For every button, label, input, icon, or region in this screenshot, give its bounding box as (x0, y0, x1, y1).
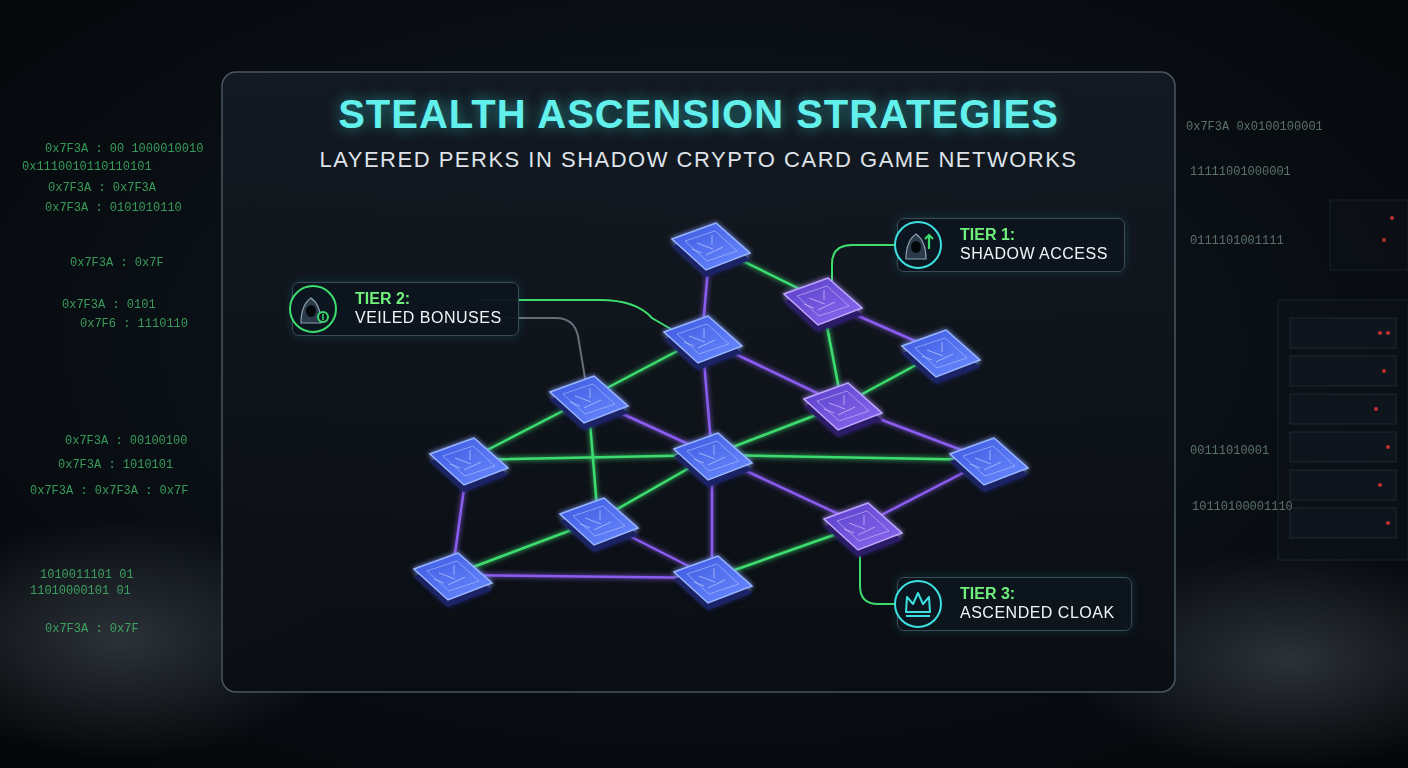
label-wrap: 0111101001111 (1190, 234, 1284, 248)
code-text: 0x7F3A : 00100100 (65, 434, 187, 448)
code-text: 11111001000001 (1190, 165, 1291, 179)
label-wrap: 1010011101 01 (40, 568, 134, 582)
label-wrap: 0x7F3A : 0x7F (45, 622, 139, 636)
code-text: 11010000101 01 (30, 584, 131, 598)
code-text: 00111010001 (1190, 444, 1269, 458)
label-wrap: LAYERED PERKS IN SHADOW CRYPTO CARD GAME… (222, 147, 1175, 173)
tier-name: ASCENDED CLOAK (960, 603, 1115, 623)
code-text: 0111101001111 (1190, 234, 1284, 248)
tier-callout: TIER 1:SHADOW ACCESS (897, 218, 1125, 272)
tier-number: TIER 2: (355, 289, 502, 308)
code-text: 0x7F3A : 0x7F3A (48, 181, 156, 195)
label-wrap: 0x7F3A 0x0100100001 (1186, 120, 1323, 134)
code-text: 0x7F3A : 00 1000010010 (45, 142, 203, 156)
label-wrap: 0x7F3A : 0101010110 (45, 201, 182, 215)
code-text: 0x7F3A : 1010101 (58, 458, 173, 472)
label-wrap: 0x7F3A : 0x7F3A (48, 181, 156, 195)
label-wrap: 00111010001 (1190, 444, 1269, 458)
label-wrap: 0x1110010110110101 (22, 160, 152, 174)
label-wrap: 0x7F6 : 1110110 (80, 317, 188, 331)
tier-name: SHADOW ACCESS (960, 244, 1108, 264)
tier-icon (892, 578, 944, 630)
tier-callout: TIER 3:ASCENDED CLOAK (897, 577, 1132, 631)
label-wrap: 11010000101 01 (30, 584, 131, 598)
code-text: 0x7F3A : 0x7F (70, 256, 164, 270)
label-wrap: 0x7F3A : 00 1000010010 (45, 142, 203, 156)
label-wrap: 0x7F3A : 0x7F3A : 0x7F (30, 484, 188, 498)
code-text: 0x7F3A : 0x7F3A : 0x7F (30, 484, 188, 498)
tier-icon (892, 219, 944, 271)
code-text: 1010011101 01 (40, 568, 134, 582)
tier-callout: TIER 2:VEILED BONUSES (292, 282, 519, 336)
tier-number: TIER 3: (960, 584, 1115, 603)
tier-number: TIER 1: (960, 225, 1108, 244)
subtitle: LAYERED PERKS IN SHADOW CRYPTO CARD GAME… (222, 147, 1175, 173)
code-text: 10110100001110 (1192, 500, 1293, 514)
label-wrap: 11111001000001 (1190, 165, 1291, 179)
tier-name: VEILED BONUSES (355, 308, 502, 328)
tier-icon (287, 283, 339, 335)
code-text: 0x7F3A 0x0100100001 (1186, 120, 1323, 134)
code-text: 0x1110010110110101 (22, 160, 152, 174)
label-wrap: 0x7F3A : 0x7F (70, 256, 164, 270)
code-text: 0x7F6 : 1110110 (80, 317, 188, 331)
label-wrap: 0x7F3A : 1010101 (58, 458, 173, 472)
diagram-title: STEALTH ASCENSION STRATEGIES (222, 92, 1175, 137)
label-wrap: 0x7F3A : 0101 (62, 298, 156, 312)
label-wrap: 10110100001110 (1192, 500, 1293, 514)
label-wrap: 0x7F3A : 00100100 (65, 434, 187, 448)
code-text: 0x7F3A : 0101 (62, 298, 156, 312)
code-text: 0x7F3A : 0101010110 (45, 201, 182, 215)
code-text: 0x7F3A : 0x7F (45, 622, 139, 636)
title-wrap: STEALTH ASCENSION STRATEGIES (222, 92, 1175, 137)
